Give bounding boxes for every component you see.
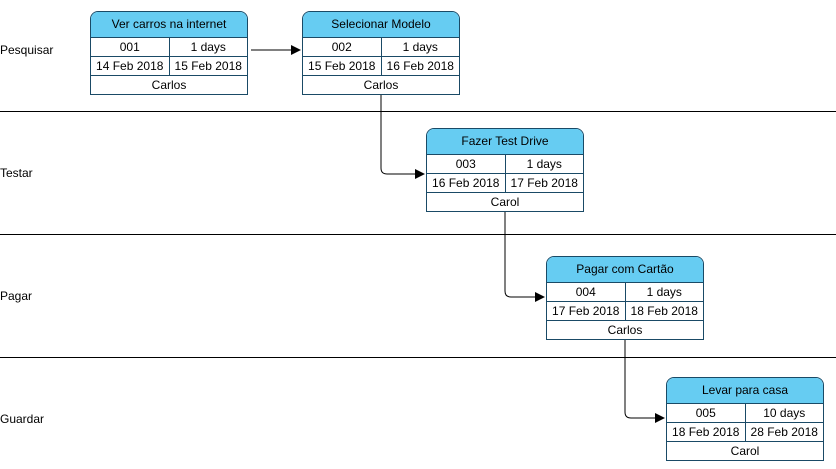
task-id: 005 <box>695 406 716 420</box>
connector-004-005 <box>624 336 665 423</box>
lane-label-guardar: Guardar <box>0 412 45 426</box>
task-owner: Carlos <box>151 78 187 92</box>
task-owner: Carol <box>730 444 760 458</box>
task-title: Selecionar Modelo <box>303 12 459 38</box>
task-end-date: 16 Feb 2018 <box>380 57 460 75</box>
task-id: 001 <box>119 40 140 54</box>
lane-label-pagar: Pagar <box>0 289 33 303</box>
task-owner: Carlos <box>363 78 399 92</box>
task-start-date: 17 Feb 2018 <box>552 304 620 318</box>
task-card-003[interactable]: Fazer Test Drive 003 1 days 16 Feb 2018 … <box>426 128 584 212</box>
lane-divider <box>0 234 836 235</box>
task-card-001[interactable]: Ver carros na internet 001 1 days 14 Feb… <box>90 11 248 95</box>
task-duration: 10 days <box>744 404 824 422</box>
task-end-date: 15 Feb 2018 <box>168 57 248 75</box>
task-duration: 1 days <box>624 283 704 301</box>
task-end-date: 28 Feb 2018 <box>744 423 824 441</box>
task-owner: Carol <box>490 195 520 209</box>
task-start-date: 14 Feb 2018 <box>96 59 164 73</box>
task-title: Fazer Test Drive <box>427 129 583 155</box>
task-title: Levar para casa <box>667 378 823 404</box>
lane-divider <box>0 357 836 358</box>
task-owner: Carlos <box>607 323 643 337</box>
connector-003-004 <box>504 208 545 302</box>
task-card-005[interactable]: Levar para casa 005 10 days 18 Feb 2018 … <box>666 377 824 461</box>
task-id: 003 <box>455 157 476 171</box>
task-duration: 1 days <box>504 155 584 173</box>
task-title: Ver carros na internet <box>91 12 247 38</box>
task-card-004[interactable]: Pagar com Cartão 004 1 days 17 Feb 2018 … <box>546 256 704 340</box>
lane-divider <box>0 111 836 112</box>
task-card-002[interactable]: Selecionar Modelo 002 1 days 15 Feb 2018… <box>302 11 460 95</box>
task-end-date: 17 Feb 2018 <box>504 174 584 192</box>
task-start-date: 15 Feb 2018 <box>308 59 376 73</box>
task-duration: 1 days <box>168 38 248 56</box>
connector-002-003 <box>380 91 425 179</box>
task-start-date: 16 Feb 2018 <box>432 176 500 190</box>
task-title: Pagar com Cartão <box>547 257 703 283</box>
task-id: 002 <box>331 40 352 54</box>
lane-label-testar: Testar <box>0 166 33 180</box>
task-end-date: 18 Feb 2018 <box>624 302 704 320</box>
task-duration: 1 days <box>380 38 460 56</box>
task-start-date: 18 Feb 2018 <box>672 425 740 439</box>
lane-label-pesquisar: Pesquisar <box>0 43 54 57</box>
task-id: 004 <box>575 285 596 299</box>
